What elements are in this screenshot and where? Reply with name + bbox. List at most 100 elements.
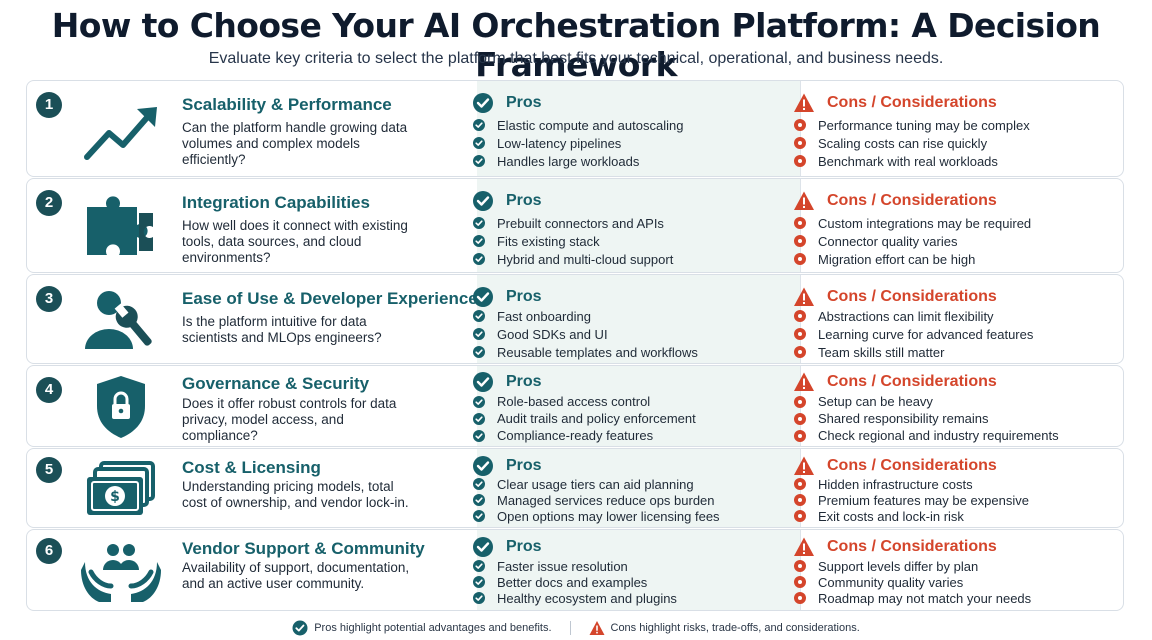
pros-panel: [477, 530, 800, 610]
money-stack-icon: $: [79, 455, 163, 525]
con-item: Shared responsibility remains: [794, 410, 1059, 427]
pro-item: Clear usage tiers can aid planning: [473, 476, 720, 492]
cons-list: Abstractions can limit flexibility Learn…: [794, 307, 1033, 361]
dot-bullet-icon: [794, 346, 806, 358]
cons-heading-label: Cons / Considerations: [827, 373, 997, 390]
con-item: Roadmap may not match your needs: [794, 590, 1031, 606]
cons-heading-label: Cons / Considerations: [827, 94, 997, 111]
pro-item: Audit trails and policy enforcement: [473, 410, 696, 427]
cons-heading: Cons / Considerations: [793, 535, 997, 559]
con-item: Hidden infrastructure costs: [794, 476, 1029, 492]
check-bullet-icon: [473, 235, 485, 247]
criterion-title: Scalability & Performance: [182, 95, 392, 114]
criterion-title: Cost & Licensing: [182, 458, 321, 477]
pros-legend-text: Pros highlight potential advantages and …: [314, 622, 552, 634]
cons-legend-text: Cons highlight risks, trade-offs, and co…: [610, 622, 860, 634]
check-bullet-icon: [473, 429, 485, 442]
check-bullet-icon: [473, 592, 485, 604]
pros-heading-label: Pros: [506, 288, 542, 305]
pro-item: Role-based access control: [473, 393, 696, 410]
warning-icon: [589, 621, 604, 635]
dot-bullet-icon: [794, 235, 806, 247]
con-item: Learning curve for advanced features: [794, 325, 1033, 343]
pros-list: Role-based access control Audit trails a…: [473, 393, 696, 444]
dot-bullet-icon: [794, 510, 806, 522]
cons-panel: [800, 81, 1123, 176]
svg-text:$: $: [110, 489, 120, 505]
check-circle-icon: [473, 372, 493, 392]
con-item: Performance tuning may be complex: [794, 116, 1030, 134]
check-circle-icon: [473, 456, 493, 476]
con-item: Premium features may be expensive: [794, 492, 1029, 508]
criterion-title: Ease of Use & Developer Experience: [182, 289, 478, 308]
con-item: Connector quality varies: [794, 232, 1031, 250]
con-item: Exit costs and lock-in risk: [794, 508, 1029, 524]
pros-heading: Pros: [472, 91, 542, 115]
check-bullet-icon: [473, 478, 485, 490]
pro-item: Better docs and examples: [473, 574, 677, 590]
cons-heading: Cons / Considerations: [793, 454, 997, 478]
cons-heading: Cons / Considerations: [793, 91, 997, 115]
pros-list: Fast onboarding Good SDKs and UI Reusabl…: [473, 307, 698, 361]
pros-heading: Pros: [472, 370, 542, 394]
pros-heading-label: Pros: [506, 373, 542, 390]
pros-heading-label: Pros: [506, 94, 542, 111]
developer-wrench-icon: [79, 285, 163, 355]
check-bullet-icon: [473, 560, 485, 572]
community-hands-icon: [79, 536, 163, 606]
pros-list: Elastic compute and autoscaling Low-late…: [473, 116, 683, 170]
check-bullet-icon: [473, 328, 485, 340]
criterion-description: Can the platform handle growing data vol…: [182, 120, 408, 167]
pro-item: Fast onboarding: [473, 307, 698, 325]
criterion-number: 4: [36, 377, 62, 403]
con-item: Benchmark with real workloads: [794, 152, 1030, 170]
puzzle-icon: [79, 191, 163, 261]
con-item: Setup can be heavy: [794, 393, 1059, 410]
warning-icon: [794, 372, 814, 391]
warning-icon: [794, 93, 814, 112]
pros-panel: [477, 179, 800, 272]
dot-bullet-icon: [794, 310, 806, 322]
pros-panel: [477, 81, 800, 176]
warning-icon: [794, 191, 814, 210]
page-title: How to Choose Your AI Orchestration Plat…: [51, 6, 1101, 84]
cons-list: Support levels differ by plan Community …: [794, 558, 1031, 606]
dot-bullet-icon: [794, 155, 806, 167]
check-circle-icon: [473, 537, 493, 557]
dot-bullet-icon: [794, 576, 806, 588]
check-bullet-icon: [473, 346, 485, 358]
criterion-row-governance: 4 Governance & Security Does it offer ro…: [26, 365, 1124, 447]
pro-item: Reusable templates and workflows: [473, 343, 698, 361]
dot-bullet-icon: [794, 217, 806, 229]
criterion-row-vendor-support: 6 Vendor Support & Community Availabilit…: [26, 529, 1124, 611]
pro-item: Elastic compute and autoscaling: [473, 116, 683, 134]
criterion-title: Vendor Support & Community: [182, 539, 425, 558]
criterion-number: 6: [36, 538, 62, 564]
warning-icon: [794, 456, 814, 475]
warning-icon: [794, 287, 814, 306]
pro-item: Hybrid and multi-cloud support: [473, 250, 673, 268]
pros-panel: [477, 275, 800, 363]
pro-item: Low-latency pipelines: [473, 134, 683, 152]
criterion-row-integration: 2 Integration Capabilities How well does…: [26, 178, 1124, 273]
dot-bullet-icon: [794, 478, 806, 490]
check-bullet-icon: [473, 217, 485, 229]
con-item: Check regional and industry requirements: [794, 427, 1059, 444]
pros-heading: Pros: [472, 189, 542, 213]
pros-heading-label: Pros: [506, 538, 542, 555]
cons-list: Hidden infrastructure costs Premium feat…: [794, 476, 1029, 524]
con-item: Migration effort can be high: [794, 250, 1031, 268]
cons-panel: [800, 366, 1123, 446]
criterion-number: 3: [36, 286, 62, 312]
dot-bullet-icon: [794, 592, 806, 604]
check-bullet-icon: [473, 494, 485, 506]
check-bullet-icon: [473, 137, 485, 149]
criterion-title: Integration Capabilities: [182, 193, 370, 212]
check-bullet-icon: [473, 119, 485, 131]
con-item: Team skills still matter: [794, 343, 1033, 361]
pros-heading: Pros: [472, 454, 542, 478]
cons-heading-label: Cons / Considerations: [827, 538, 997, 555]
dot-bullet-icon: [794, 137, 806, 149]
cons-heading-label: Cons / Considerations: [827, 288, 997, 305]
check-bullet-icon: [473, 253, 485, 265]
